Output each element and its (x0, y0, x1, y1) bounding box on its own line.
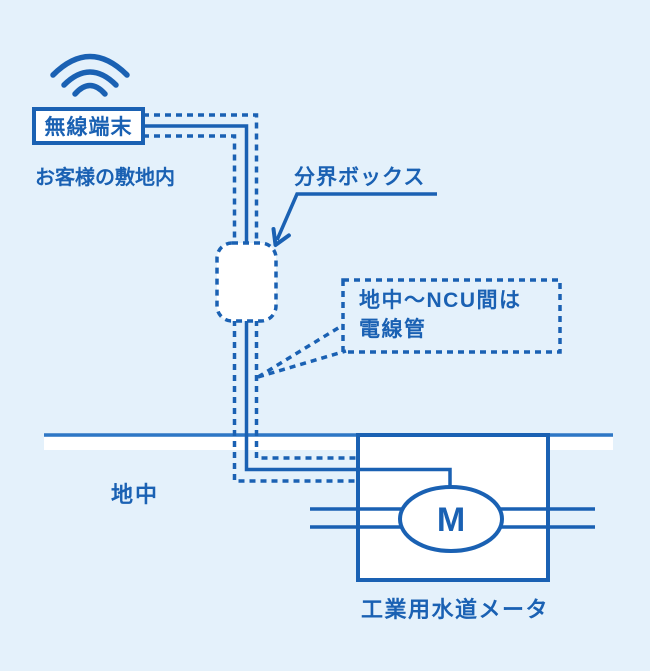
meter-symbol: M (436, 501, 466, 539)
demarcation-box (215, 241, 278, 323)
demarcation-label-arrow (271, 192, 437, 247)
conduit-callout-text: 地中〜NCU間は 電線管 (359, 286, 522, 344)
meter-ellipse (398, 485, 504, 553)
conduit-dashed-line-right (143, 113, 358, 460)
wireless-terminal-label: 無線端末 (44, 116, 133, 139)
industrial-water-meter-label: 工業用水道メータ (360, 597, 549, 622)
wifi-icon (50, 53, 130, 97)
conduit-callout-box (341, 278, 562, 354)
conduit-callout-pointer (257, 323, 347, 379)
demarcation-box-label: 分界ボックス (294, 166, 426, 189)
signal-cable-line (143, 124, 452, 490)
underground-label: 地中 (111, 482, 160, 507)
conduit-callout-line2: 電線管 (359, 318, 427, 341)
customer-premises-label: お客様の敷地内 (35, 167, 175, 189)
conduit-callout-line1: 地中〜NCU間は (359, 289, 522, 312)
water-pipes (310, 507, 595, 529)
wireless-terminal-box: 無線端末 (32, 107, 145, 145)
conduit-dashed-line-left (143, 134, 358, 483)
